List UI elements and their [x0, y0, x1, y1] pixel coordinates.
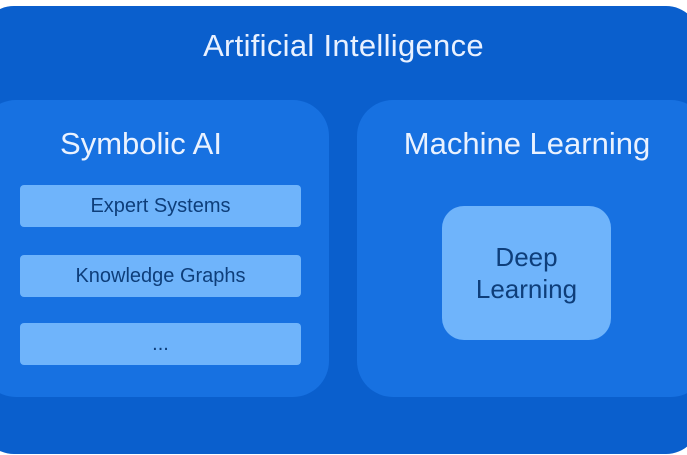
symbolic-ai-box: Symbolic AI Expert Systems Knowledge Gra…: [0, 100, 329, 397]
deep-learning-box: Deep Learning: [442, 206, 611, 340]
machine-learning-box: Machine Learning Deep Learning: [357, 100, 687, 397]
knowledge-graphs-item: Knowledge Graphs: [20, 255, 301, 297]
artificial-intelligence-label: Artificial Intelligence: [203, 28, 484, 63]
deep-learning-label: Deep Learning: [475, 242, 578, 304]
symbolic-ai-label: Symbolic AI: [60, 126, 222, 161]
expert-systems-item: Expert Systems: [20, 185, 301, 227]
ellipsis-item: ...: [20, 323, 301, 365]
machine-learning-label: Machine Learning: [403, 126, 651, 161]
